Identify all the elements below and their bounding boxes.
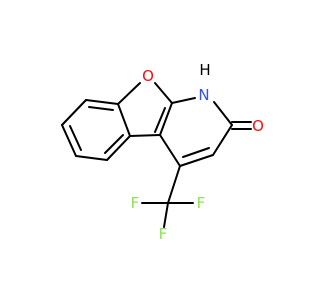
bond <box>61 124 77 157</box>
bond <box>212 124 233 156</box>
bond <box>163 202 169 228</box>
bond <box>129 134 161 137</box>
bond <box>117 103 131 137</box>
bond <box>61 99 87 126</box>
fluorine-label: F <box>197 194 206 212</box>
hydrogen-label: H <box>199 61 210 79</box>
pyridinone-ring <box>159 97 252 167</box>
double-bond-inner <box>88 106 114 111</box>
bond <box>106 135 131 161</box>
molecule-structure-drawing: O H N O F F F <box>61 61 264 243</box>
trifluoromethyl-group <box>141 165 194 228</box>
double-bond-inner <box>182 147 210 158</box>
bond <box>117 82 141 105</box>
benzene-ring <box>61 99 131 161</box>
fluorine-label: F <box>159 225 168 243</box>
double-bond-inner <box>154 107 166 133</box>
bond <box>75 155 108 161</box>
bond <box>171 97 196 104</box>
bond <box>85 99 119 105</box>
nitrogen-label: N <box>198 86 209 104</box>
double-bond-inner <box>69 125 82 151</box>
fluorine-label: F <box>131 194 140 212</box>
bond <box>167 165 181 204</box>
double-bond-inner <box>104 134 124 154</box>
bond <box>159 134 181 167</box>
furan-ring <box>117 82 173 137</box>
bond <box>154 82 173 104</box>
bond <box>213 101 233 126</box>
bond <box>159 102 173 136</box>
carbonyl-oxygen-label: O <box>252 117 264 135</box>
ring-oxygen-label: O <box>142 67 154 85</box>
bond <box>179 154 214 167</box>
